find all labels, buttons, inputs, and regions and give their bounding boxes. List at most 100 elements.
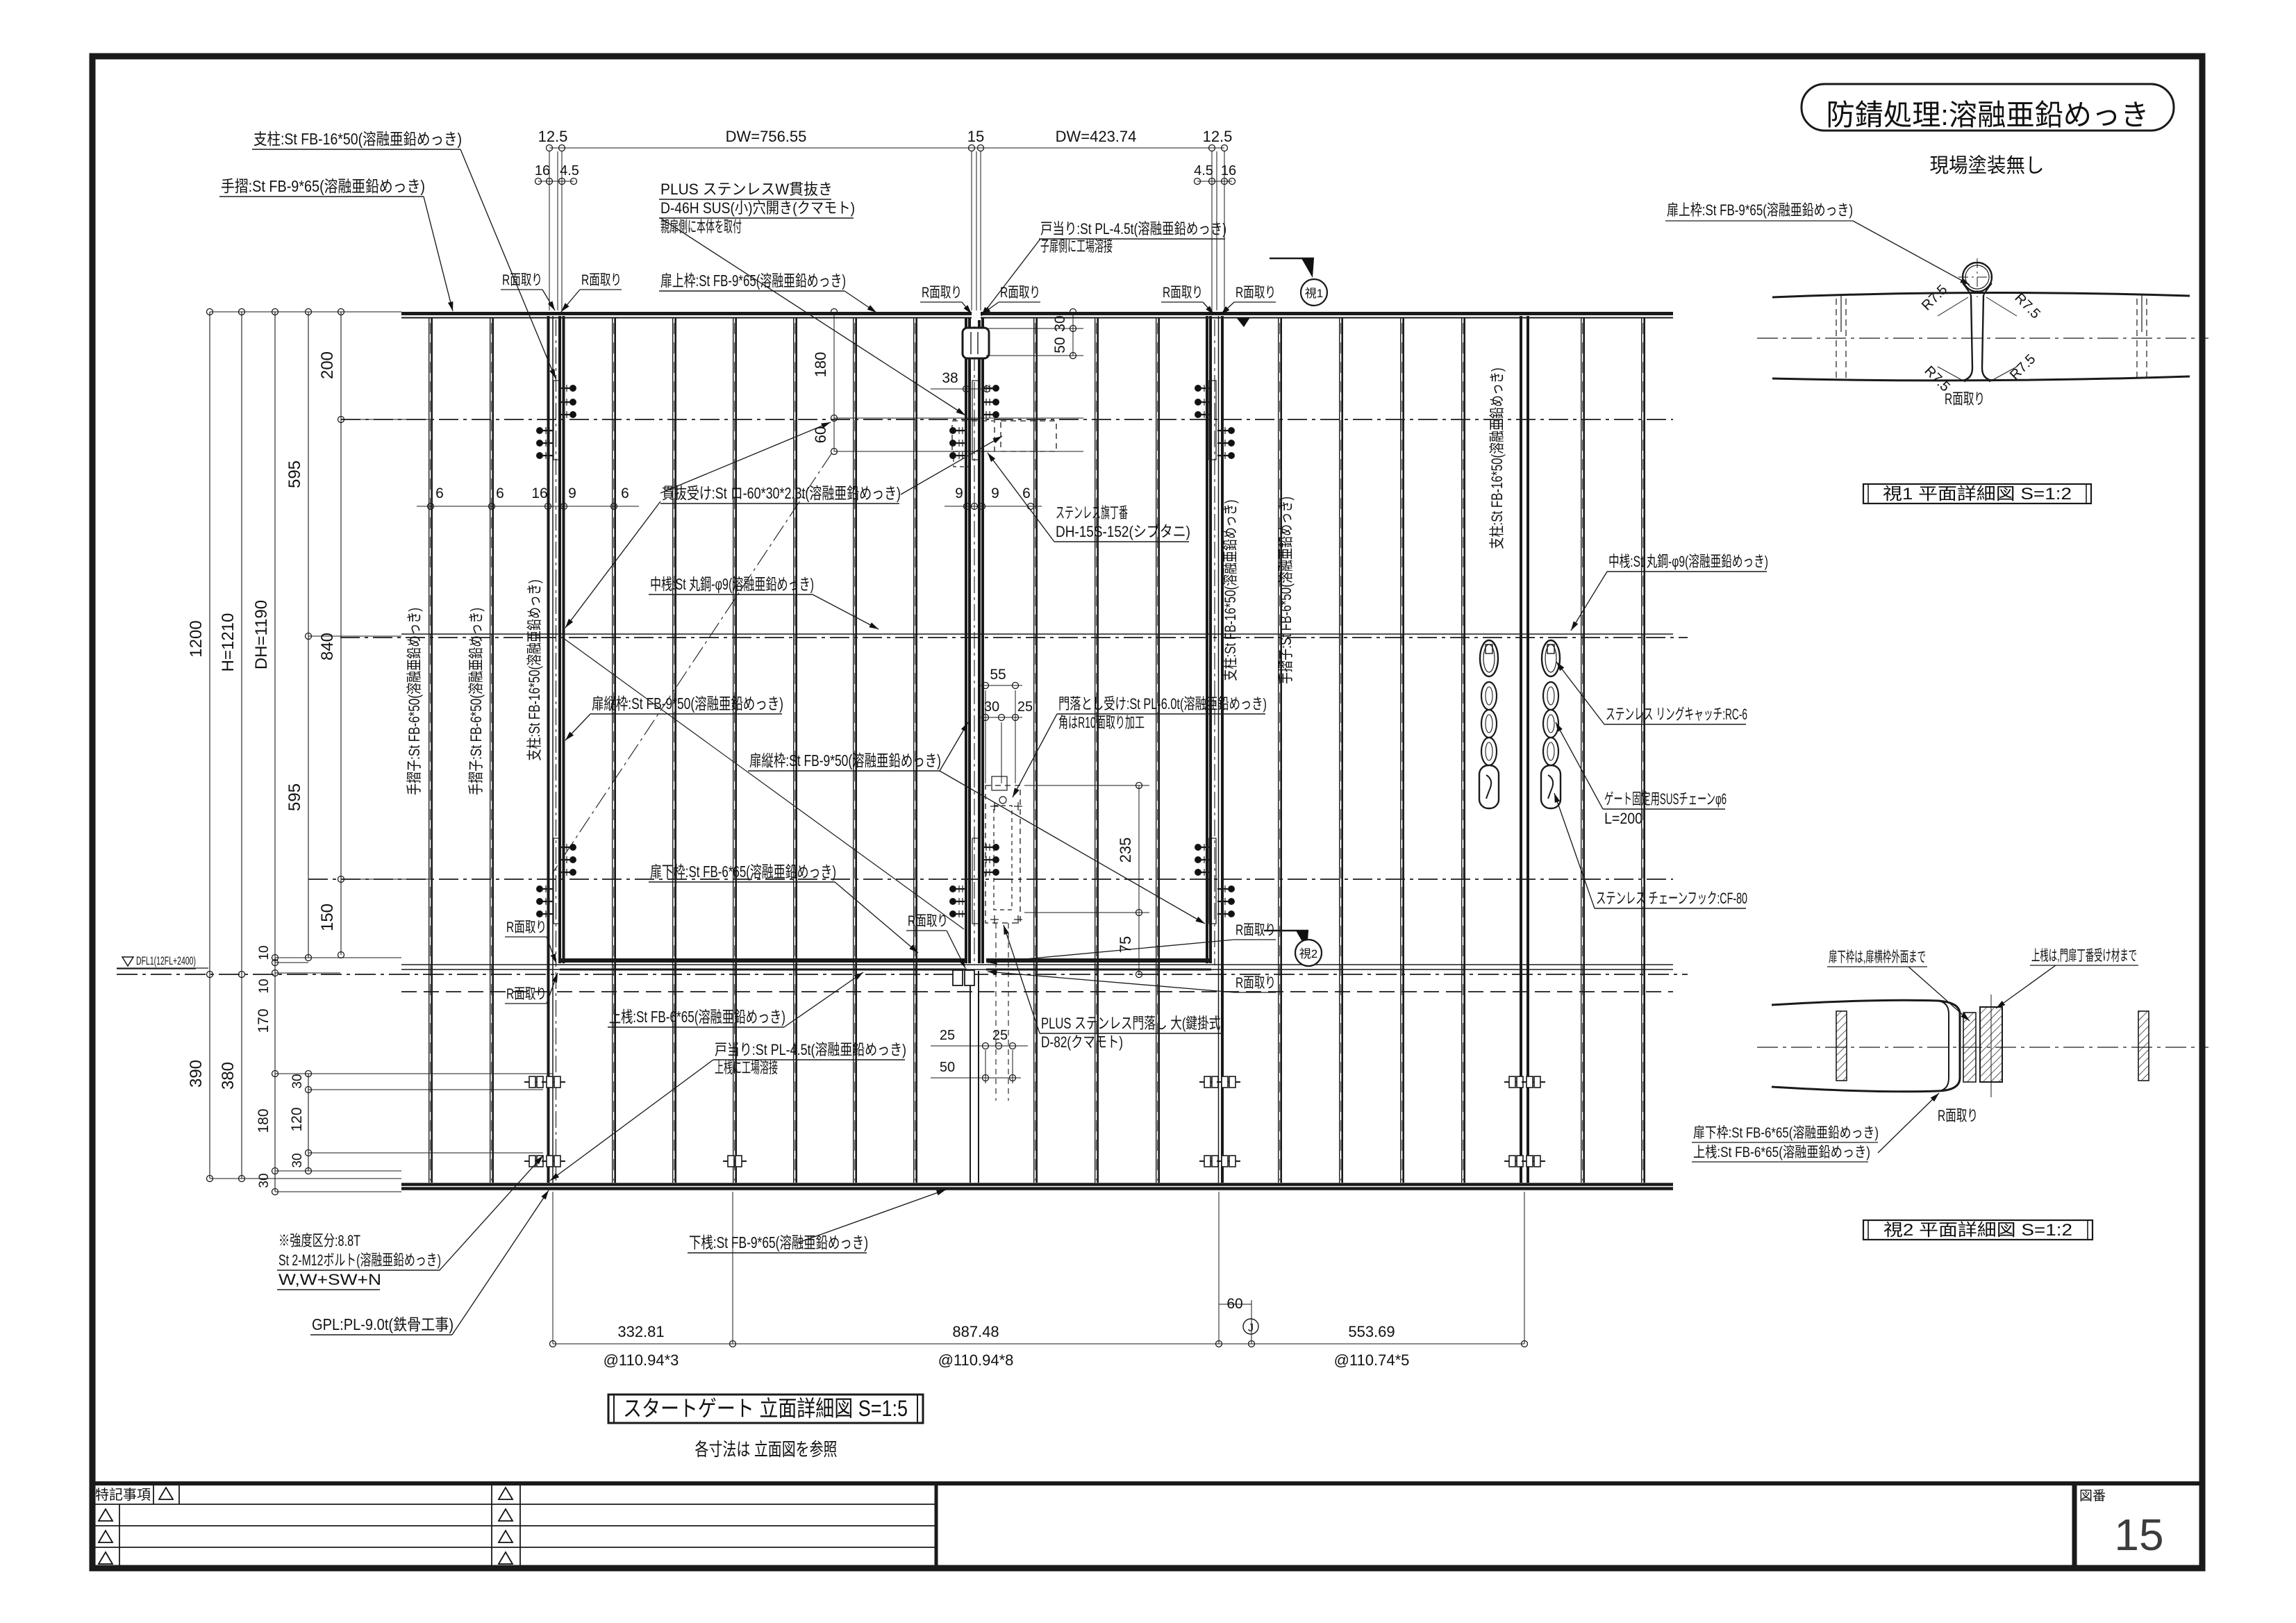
svg-text:扉下枠:St FB-6*65(溶融亜鉛めっき): 扉下枠:St FB-6*65(溶融亜鉛めっき) [650,863,836,881]
svg-text:R面取り: R面取り [506,919,547,935]
svg-text:DFL1(12FL+2400): DFL1(12FL+2400) [136,954,196,967]
svg-text:下桟:St FB-9*65(溶融亜鉛めっき): 下桟:St FB-9*65(溶融亜鉛めっき) [689,1233,868,1251]
svg-text:30: 30 [257,1173,272,1188]
svg-text:12.5: 12.5 [1203,128,1233,145]
svg-text:ステンレス チェーンフック:CF-80: ステンレス チェーンフック:CF-80 [1596,890,1747,907]
svg-text:D-82(クマモト): D-82(クマモト) [1041,1033,1123,1051]
svg-text:25: 25 [1017,699,1033,715]
svg-text:@110.74*5: @110.74*5 [1334,1351,1410,1369]
svg-text:St 2-M12ボルト(溶融亜鉛めっき): St 2-M12ボルト(溶融亜鉛めっき) [278,1251,441,1269]
svg-text:貫抜受け:St ロ-60*30*2.3t(溶融亜鉛めっき): 貫抜受け:St ロ-60*30*2.3t(溶融亜鉛めっき) [662,484,901,502]
svg-text:中桟:St 丸鋼-φ9(溶融亜鉛めっき): 中桟:St 丸鋼-φ9(溶融亜鉛めっき) [650,575,814,593]
svg-text:PLUS ステンレス門落し 大(鍵掛式): PLUS ステンレス門落し 大(鍵掛式) [1041,1015,1224,1032]
svg-text:R面取り: R面取り [908,913,948,929]
svg-text:380: 380 [219,1062,238,1090]
svg-text:H=1210: H=1210 [219,613,238,672]
svg-text:図番: 図番 [2079,1488,2106,1504]
svg-text:6: 6 [496,485,504,501]
svg-text:視1 平面詳細図 S=1:2: 視1 平面詳細図 S=1:2 [1883,485,2072,503]
svg-text:4.5: 4.5 [560,163,579,178]
svg-text:50: 50 [940,1060,955,1075]
svg-text:R面取り: R面取り [1163,285,1203,301]
svg-text:9: 9 [568,485,576,501]
svg-text:扉縦枠:St FB-9*50(溶融亜鉛めっき): 扉縦枠:St FB-9*50(溶融亜鉛めっき) [592,694,783,713]
svg-text:9: 9 [991,485,999,501]
svg-text:6: 6 [435,485,444,501]
svg-text:支柱:St FB-16*50(溶融亜鉛めっき): 支柱:St FB-16*50(溶融亜鉛めっき) [1222,500,1239,681]
svg-text:887.48: 887.48 [952,1323,999,1340]
svg-text:扉下枠:St FB-6*65(溶融亜鉛めっき): 扉下枠:St FB-6*65(溶融亜鉛めっき) [1693,1125,1879,1141]
svg-text:R面取り: R面取り [581,272,622,288]
svg-text:J: J [1248,1322,1254,1334]
svg-text:16: 16 [531,485,547,501]
svg-text:各寸法は 立面図を参照: 各寸法は 立面図を参照 [695,1439,838,1460]
svg-text:15: 15 [2114,1510,2163,1560]
svg-text:25: 25 [940,1028,955,1043]
svg-text:R面取り: R面取り [1000,285,1040,301]
svg-text:角はR10面取り加工: 角はR10面取り加工 [1058,714,1145,731]
svg-text:戸当り:St PL-4.5t(溶融亜鉛めっき): 戸当り:St PL-4.5t(溶融亜鉛めっき) [715,1041,906,1058]
svg-text:ステンレス リングキャッチ:RC-6: ステンレス リングキャッチ:RC-6 [1606,706,1747,723]
svg-text:25: 25 [992,1028,1008,1043]
svg-text:16: 16 [535,163,550,178]
svg-text:L=200: L=200 [1604,810,1642,827]
svg-text:親扉側に本体を取付: 親扉側に本体を取付 [660,218,742,235]
svg-text:視2 平面詳細図 S=1:2: 視2 平面詳細図 S=1:2 [1883,1221,2072,1240]
svg-text:R面取り: R面取り [1236,975,1276,991]
svg-text:視1: 視1 [1305,287,1323,300]
svg-text:手摺:St FB-9*65(溶融亜鉛めっき): 手摺:St FB-9*65(溶融亜鉛めっき) [221,177,425,195]
svg-text:DW=423.74: DW=423.74 [1056,128,1137,145]
svg-text:840: 840 [318,633,337,660]
svg-text:30: 30 [1052,315,1068,331]
svg-text:中桟:St 丸鋼-φ9(溶融亜鉛めっき): 中桟:St 丸鋼-φ9(溶融亜鉛めっき) [1608,553,1768,570]
svg-text:DW=756.55: DW=756.55 [726,128,807,145]
svg-text:DH-15S-152(シブタニ): DH-15S-152(シブタニ) [1056,523,1190,540]
svg-text:上桟は,門扉丁番受け材まで: 上桟は,門扉丁番受け材まで [2031,948,2137,964]
svg-text:手摺子:St FB-6*50(溶融亜鉛めっき): 手摺子:St FB-6*50(溶融亜鉛めっき) [467,608,485,795]
svg-text:現場塗装無し: 現場塗装無し [1930,154,2045,177]
svg-text:上桟:St FB-6*65(溶融亜鉛めっき): 上桟:St FB-6*65(溶融亜鉛めっき) [1693,1145,1870,1160]
svg-text:120: 120 [289,1107,305,1131]
svg-text:R面取り: R面取り [1236,922,1276,938]
svg-text:W,W+SW+N: W,W+SW+N [278,1271,381,1288]
svg-text:R面取り: R面取り [1945,390,1985,408]
svg-text:GPL:PL-9.0t(鉄骨工事): GPL:PL-9.0t(鉄骨工事) [312,1315,454,1333]
svg-text:10: 10 [257,945,272,960]
svg-text:R面取り: R面取り [506,986,547,1002]
svg-text:10: 10 [257,979,272,993]
svg-text:30: 30 [290,1153,305,1167]
svg-text:@110.94*3: @110.94*3 [604,1351,679,1369]
svg-text:手摺子:St FB-6*50(溶融亜鉛めっき): 手摺子:St FB-6*50(溶融亜鉛めっき) [406,608,423,795]
svg-text:595: 595 [285,460,304,488]
svg-text:332.81: 332.81 [617,1323,664,1340]
svg-text:門落とし受け:St PL-6.0t(溶融亜鉛めっき): 門落とし受け:St PL-6.0t(溶融亜鉛めっき) [1058,695,1267,713]
svg-text:235: 235 [1117,838,1134,863]
svg-text:12.5: 12.5 [538,128,568,145]
svg-text:支柱:St FB-16*50(溶融亜鉛めっき): 支柱:St FB-16*50(溶融亜鉛めっき) [253,130,462,148]
svg-text:支柱:St FB-16*50(溶融亜鉛めっき): 支柱:St FB-16*50(溶融亜鉛めっき) [1488,368,1506,549]
svg-text:R面取り: R面取り [502,272,542,288]
svg-text:50: 50 [1052,337,1068,353]
svg-text:戸当り:St PL-4.5t(溶融亜鉛めっき): 戸当り:St PL-4.5t(溶融亜鉛めっき) [1040,220,1226,238]
svg-text:30: 30 [290,1074,305,1088]
svg-text:扉縦枠:St FB-9*50(溶融亜鉛めっき): 扉縦枠:St FB-9*50(溶融亜鉛めっき) [749,751,941,769]
svg-text:@110.94*8: @110.94*8 [938,1351,1014,1369]
svg-text:特記事項: 特記事項 [95,1487,151,1503]
svg-text:150: 150 [318,904,337,931]
svg-text:扉上枠:St FB-9*65(溶融亜鉛めっき): 扉上枠:St FB-9*65(溶融亜鉛めっき) [660,272,846,290]
svg-text:上桟:St FB-6*65(溶融亜鉛めっき): 上桟:St FB-6*65(溶融亜鉛めっき) [609,1008,785,1026]
svg-text:D-46H SUS(小)穴開き(クマモト): D-46H SUS(小)穴開き(クマモト) [660,199,855,217]
svg-text:1200: 1200 [187,620,206,657]
svg-text:R面取り: R面取り [922,285,962,301]
svg-text:DH=1190: DH=1190 [252,600,271,669]
svg-text:視2: 視2 [1299,947,1317,960]
svg-text:180: 180 [256,1108,272,1133]
svg-text:支柱:St FB-16*50(溶融亜鉛めっき): 支柱:St FB-16*50(溶融亜鉛めっき) [526,580,543,761]
svg-text:R面取り: R面取り [1236,285,1276,301]
svg-text:手摺子:St FB-6*50(溶融亜鉛めっき): 手摺子:St FB-6*50(溶融亜鉛めっき) [1277,497,1295,684]
svg-text:55: 55 [990,667,1006,683]
svg-text:38: 38 [942,370,958,386]
svg-text:200: 200 [318,351,337,379]
svg-text:553.69: 553.69 [1348,1323,1395,1340]
svg-text:スタートゲート 立面詳細図 S=1:5: スタートゲート 立面詳細図 S=1:5 [623,1396,908,1421]
